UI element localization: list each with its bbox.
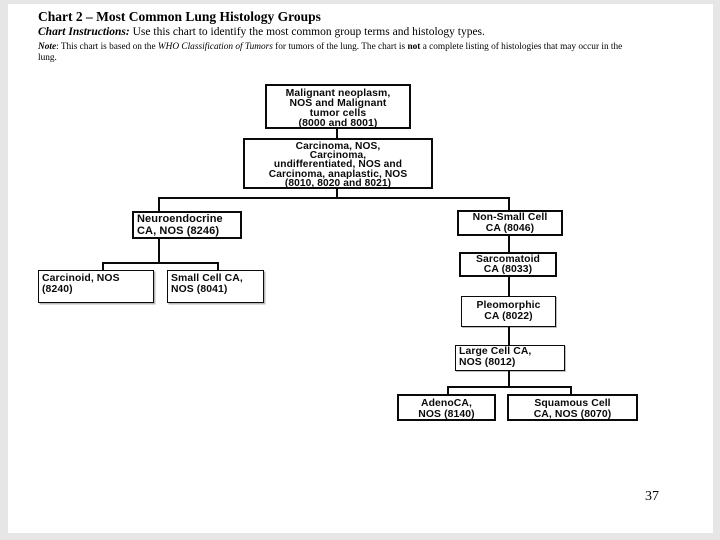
node-text-line: NOS (8012): [459, 356, 516, 368]
node-text-line: Carcinoma, NOS,: [295, 141, 381, 152]
connector-line: [508, 199, 510, 210]
connector-line: [570, 388, 572, 394]
chart-note: Note: This chart is based on the WHO Cla…: [38, 42, 688, 64]
chart-instructions: Chart Instructions: Use this chart to id…: [38, 26, 688, 39]
connector-line: [508, 371, 510, 387]
node-text-line: Non-Small Cell: [472, 212, 548, 223]
note-text-mid: for tumors of the lung. The chart is: [272, 42, 408, 52]
node-neuroendocrine: Neuroendocrine CA, NOS (8246): [132, 211, 242, 239]
node-text-line: NOS (8140): [418, 409, 475, 420]
connector-line: [336, 189, 338, 198]
node-text-line: CA, NOS (8246): [137, 224, 220, 237]
node-malignant-neoplasm: Malignant neoplasm, NOS and Malignant tu…: [265, 84, 411, 129]
node-text-line: Small Cell CA,: [171, 273, 243, 284]
node-text-line: CA, NOS (8070): [533, 409, 612, 420]
connector-line: [102, 264, 104, 271]
node-text-line: Carcinoid, NOS: [42, 273, 120, 284]
node-text-line: (8000 and 8001): [298, 117, 378, 129]
instructions-label: Chart Instructions:: [38, 26, 130, 38]
node-text-line: NOS and Malignant: [289, 97, 387, 109]
connector-line: [447, 386, 572, 388]
connector-line: [102, 262, 219, 264]
node-text-line: (8010, 8020 and 8021): [284, 177, 392, 189]
connector-line: [447, 388, 449, 394]
node-text-line: Neuroendocrine: [137, 213, 223, 225]
node-text-line: Sarcomatoid: [475, 254, 541, 265]
node-text-line: CA (8046): [485, 222, 535, 234]
node-text-line: tumor cells: [309, 107, 367, 119]
node-text-line: (8240): [42, 284, 73, 295]
node-pleomorphic: Pleomorphic CA (8022): [461, 296, 556, 327]
connector-line: [508, 236, 510, 252]
note-text-pre: : This chart is based on the: [56, 42, 158, 52]
node-adenoca: AdenoCA, NOS (8140): [397, 394, 496, 421]
connector-line: [217, 264, 219, 271]
node-text-line: Carcinoma,: [309, 150, 367, 162]
node-text-line: Carcinoma, anaplastic, NOS: [268, 168, 408, 180]
node-small-cell: Small Cell CA, NOS (8041): [167, 270, 264, 303]
page-number: 37: [645, 489, 659, 504]
instructions-text: Use this chart to identify the most comm…: [129, 26, 485, 38]
node-text-line: CA (8022): [484, 311, 533, 322]
note-text-italic: WHO Classification of Tumors: [157, 42, 273, 52]
node-text-line: Squamous Cell: [534, 398, 611, 409]
node-text-line: Malignant neoplasm,: [285, 88, 391, 99]
node-carcinoid: Carcinoid, NOS (8240): [38, 270, 154, 303]
connector-line: [508, 327, 510, 345]
connector-line: [158, 199, 160, 211]
slide-header: Chart 2 – Most Common Lung Histology Gro…: [38, 9, 688, 64]
node-text-line: undifferentiated, NOS and: [273, 159, 403, 171]
chart-title: Chart 2 – Most Common Lung Histology Gro…: [38, 9, 321, 24]
note-text-line2: lung.: [38, 53, 57, 63]
node-text-line: Pleomorphic: [476, 300, 541, 311]
node-squamous-cell: Squamous Cell CA, NOS (8070): [507, 394, 638, 421]
note-label: Note: [38, 42, 57, 52]
connector-line: [508, 277, 510, 296]
connector-line: [336, 129, 338, 139]
node-carcinoma-nos: Carcinoma, NOS, Carcinoma, undifferentia…: [243, 138, 433, 189]
node-non-small-cell: Non-Small Cell CA (8046): [457, 210, 563, 236]
node-large-cell: Large Cell CA, NOS (8012): [455, 345, 565, 371]
node-text-line: Large Cell CA,: [459, 346, 532, 357]
note-text-post: a complete listing of histologies that m…: [420, 42, 623, 52]
node-text-line: CA (8033): [483, 264, 533, 276]
connector-line: [158, 239, 160, 263]
connector-line: [158, 197, 510, 199]
node-sarcomatoid: Sarcomatoid CA (8033): [459, 252, 557, 277]
node-text-line: NOS (8041): [171, 284, 228, 295]
note-text-bold: not: [407, 42, 421, 52]
node-text-line: AdenoCA,: [420, 398, 473, 409]
